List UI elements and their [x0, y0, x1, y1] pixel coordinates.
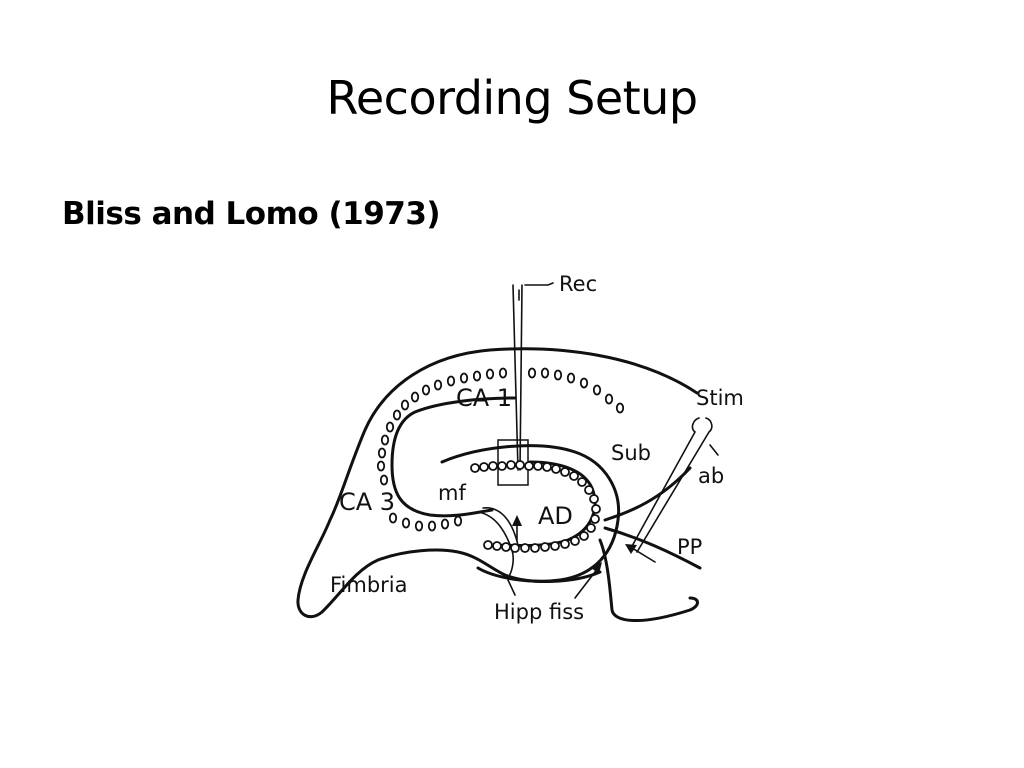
label-ad: AD	[538, 502, 573, 530]
label-ca1: CA 1	[456, 384, 512, 412]
rec-label-leader	[524, 282, 554, 286]
slide-subtitle: Bliss and Lomo (1973)	[62, 196, 441, 232]
label-rec: Rec	[559, 272, 597, 296]
recording-electrode-left	[512, 284, 519, 471]
pyramidal-cell-layer	[376, 367, 625, 532]
pp-arrow	[625, 544, 656, 563]
dentate-gyrus-outer-arc	[440, 444, 621, 583]
subiculum-lower-line	[603, 466, 692, 522]
hippocampus-outer-outline	[296, 347, 699, 619]
ca-fold-inner-line	[390, 396, 517, 518]
hipp-fiss-leader	[507, 579, 516, 596]
label-ab: ab	[698, 464, 724, 488]
perforant-path-line	[603, 526, 702, 570]
label-hipp-fiss: Hipp fiss	[494, 600, 584, 624]
mf-arrow	[512, 515, 522, 541]
hippocampal-fissure-line	[598, 538, 699, 622]
hipp-fiss-arrow	[574, 562, 602, 599]
recording-electrode-right	[519, 284, 523, 471]
stimulating-electrode-2	[636, 417, 713, 553]
granule-cell-layer	[470, 460, 601, 553]
stimulating-electrode	[630, 417, 700, 549]
label-sub: Sub	[611, 441, 651, 465]
label-fimbria: Fimbria	[330, 573, 408, 597]
label-stim: Stim	[696, 386, 744, 410]
hippocampus-diagram: Rec Stim CA 1 Sub ab CA 3 mf AD PP Fimbr…	[296, 272, 744, 624]
label-pp: PP	[677, 535, 702, 559]
ab-label-leader	[709, 444, 719, 456]
label-ca3: CA 3	[339, 488, 395, 516]
slide-title: Recording Setup	[326, 71, 698, 125]
label-mf: mf	[438, 481, 466, 505]
